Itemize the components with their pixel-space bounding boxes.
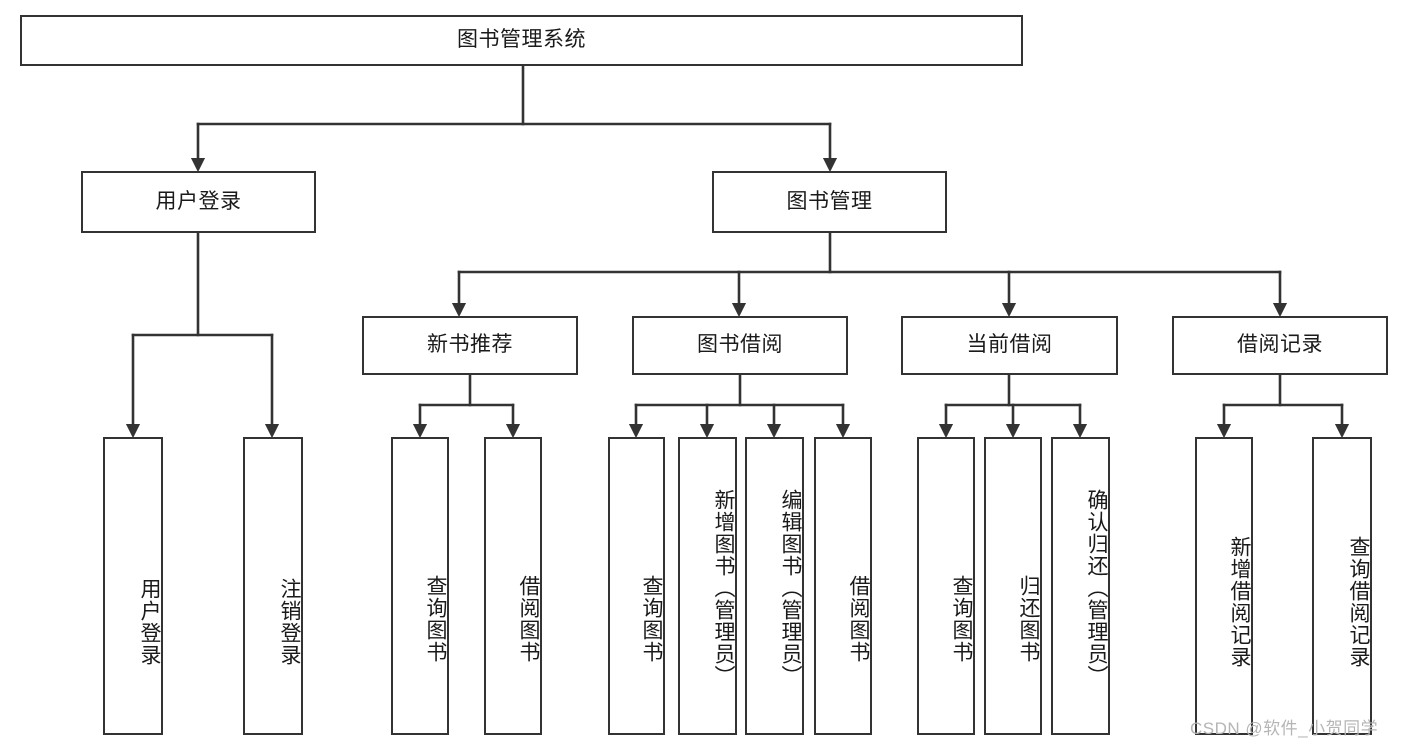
node-leaf-add-book-label: 新增图书（管理员） (712, 489, 735, 687)
node-leaf-confirm-return[interactable]: 确认归还（管理员） (1051, 437, 1110, 735)
node-leaf-query-book-2-label: 查询图书 (640, 575, 663, 663)
node-root-label: 图书管理系统 (457, 28, 586, 52)
node-leaf-borrow-book-1-label: 借阅图书 (517, 575, 540, 663)
node-leaf-add-record[interactable]: 新增借阅记录 (1195, 437, 1253, 735)
node-new-book-recommend[interactable]: 新书推荐 (362, 316, 578, 375)
node-book-borrow[interactable]: 图书借阅 (632, 316, 848, 375)
node-leaf-return-book-label: 归还图书 (1017, 575, 1040, 663)
node-leaf-borrow-book-1[interactable]: 借阅图书 (484, 437, 542, 735)
node-leaf-query-book-2[interactable]: 查询图书 (608, 437, 665, 735)
node-leaf-query-book-3[interactable]: 查询图书 (917, 437, 975, 735)
node-leaf-user-login-label: 用户登录 (138, 578, 161, 666)
node-current-borrow-label: 当前借阅 (966, 333, 1053, 357)
node-leaf-add-record-label: 新增借阅记录 (1228, 536, 1251, 668)
node-borrow-record-label: 借阅记录 (1237, 333, 1323, 357)
node-user-login-label: 用户登录 (155, 189, 242, 213)
node-leaf-borrow-book-2-label: 借阅图书 (847, 575, 870, 663)
csdn-watermark: CSDN @软件_小贺同学 (1190, 719, 1379, 738)
node-leaf-edit-book-label: 编辑图书（管理员） (779, 489, 802, 687)
node-leaf-query-book-1[interactable]: 查询图书 (391, 437, 449, 735)
node-leaf-borrow-book-2[interactable]: 借阅图书 (814, 437, 872, 735)
node-current-borrow[interactable]: 当前借阅 (901, 316, 1118, 375)
node-leaf-query-book-3-label: 查询图书 (950, 575, 973, 663)
node-leaf-query-record-label: 查询借阅记录 (1347, 536, 1370, 668)
node-leaf-user-logout[interactable]: 注销登录 (243, 437, 303, 735)
node-book-borrow-label: 图书借阅 (697, 333, 783, 357)
node-user-login[interactable]: 用户登录 (81, 171, 316, 233)
node-book-manage[interactable]: 图书管理 (712, 171, 947, 233)
node-leaf-query-record[interactable]: 查询借阅记录 (1312, 437, 1372, 735)
node-borrow-record[interactable]: 借阅记录 (1172, 316, 1388, 375)
node-root[interactable]: 图书管理系统 (20, 15, 1023, 66)
node-new-book-recommend-label: 新书推荐 (427, 333, 513, 357)
node-leaf-confirm-return-label: 确认归还（管理员） (1085, 489, 1108, 687)
node-leaf-return-book[interactable]: 归还图书 (984, 437, 1042, 735)
node-leaf-query-book-1-label: 查询图书 (424, 575, 447, 663)
node-leaf-user-login[interactable]: 用户登录 (103, 437, 163, 735)
node-leaf-edit-book[interactable]: 编辑图书（管理员） (745, 437, 804, 735)
node-leaf-add-book[interactable]: 新增图书（管理员） (678, 437, 737, 735)
node-book-manage-label: 图书管理 (786, 189, 873, 213)
node-leaf-user-logout-label: 注销登录 (278, 578, 301, 666)
